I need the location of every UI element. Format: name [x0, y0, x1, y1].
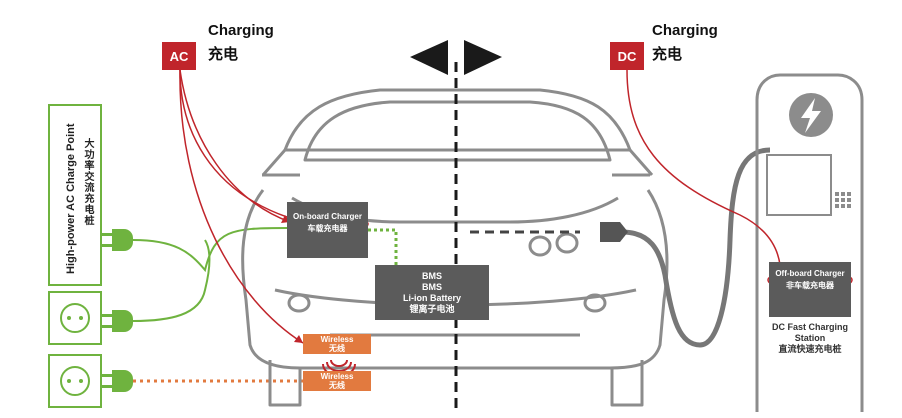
dc-annotation-line	[626, 69, 781, 266]
socket-icon	[48, 354, 102, 408]
offboard-charger-label: Off-board Charger	[775, 269, 845, 278]
charge-point-label-cn: 大功率交流充电桩	[82, 138, 93, 226]
wireless-bottom-label: Wireless	[320, 372, 354, 381]
ac-charge-point-panel	[48, 104, 102, 286]
bms-label: BMS	[422, 270, 442, 281]
offboard-charger-box: Off-board Charger 非车载充电器	[769, 262, 851, 317]
dc-fast-charging-station-body	[755, 73, 864, 412]
socket-icon	[48, 291, 102, 345]
ac-cables	[132, 227, 288, 322]
wireless-top-box: Wireless 无线	[303, 334, 371, 354]
ac-charging-title: Charging	[208, 22, 274, 39]
offboard-charger-label-cn: 非车载充电器	[786, 281, 834, 290]
dc-connector	[600, 222, 628, 242]
ac-annotation-lines	[179, 69, 304, 344]
plug-icon	[101, 229, 133, 251]
ac-badge: AC	[162, 42, 196, 70]
direction-arrow-icon	[410, 40, 502, 75]
wireless-bottom-label-cn: 无线	[329, 381, 345, 390]
dc-station-label: DC Fast Charging Station 直流快速充电桩	[764, 322, 856, 355]
plug-icon	[101, 310, 133, 332]
dc-badge: DC	[610, 42, 644, 70]
headlight	[287, 232, 607, 313]
battery-label: Li-ion Battery	[402, 292, 461, 303]
wireless-top-label: Wireless	[320, 335, 354, 344]
wireless-bottom-box: Wireless 无线	[303, 371, 371, 391]
charge-point-label: High-power AC Charge Point	[65, 123, 77, 274]
lightning-icon	[789, 93, 833, 137]
dc-station-label-cn: 直流快速充电桩	[778, 344, 842, 354]
obc-bms-signal	[368, 228, 398, 266]
dc-station-label-1: DC Fast Charging	[771, 322, 848, 332]
plug-icon	[101, 370, 133, 392]
onboard-charger-label: On-board Charger	[293, 212, 362, 221]
bms-label-2: BMS	[422, 281, 442, 292]
dc-charging-title: Charging	[652, 22, 718, 39]
dc-charging-cable	[621, 147, 771, 348]
battery-label-cn: 锂离子电池	[409, 303, 455, 314]
dc-station-label-2: Station	[794, 333, 826, 343]
ac-charging-title-cn: 充电	[208, 46, 239, 63]
keypad-icon	[835, 192, 851, 208]
onboard-charger-box: On-board Charger 车载充电器	[287, 202, 368, 258]
dc-charging-title-cn: 充电	[652, 46, 683, 63]
bms-battery-box: BMS BMS Li-ion Battery 锂离子电池	[375, 265, 489, 320]
onboard-charger-label-cn: 车载充电器	[307, 224, 348, 233]
wireless-top-label-cn: 无线	[329, 344, 345, 353]
